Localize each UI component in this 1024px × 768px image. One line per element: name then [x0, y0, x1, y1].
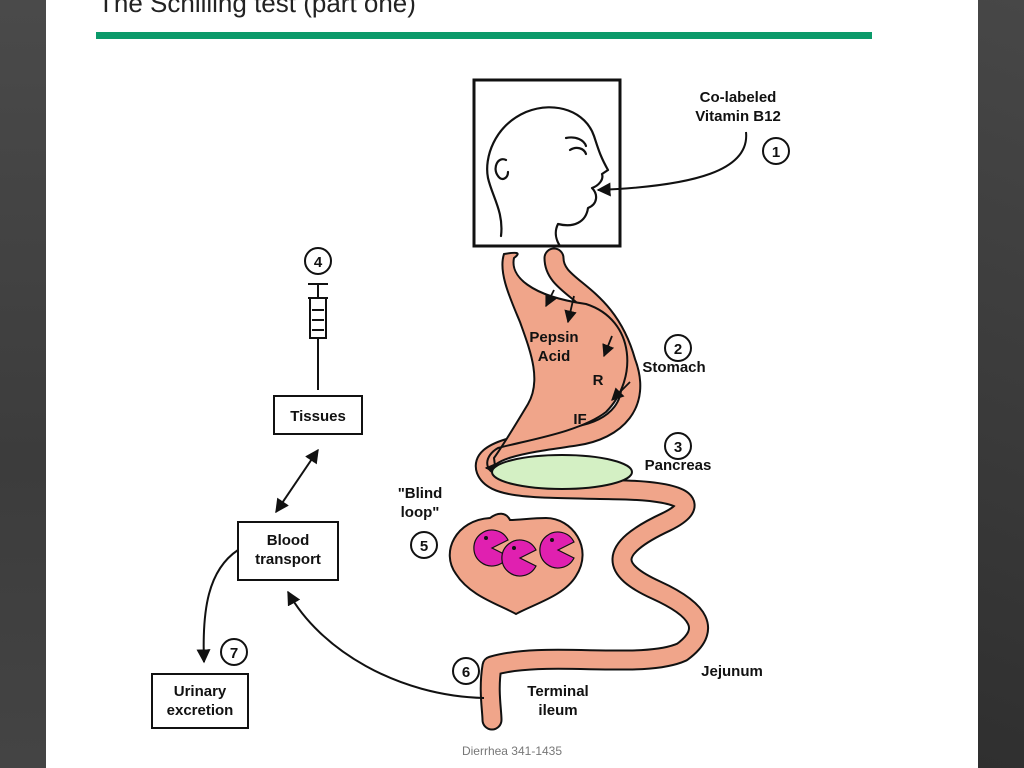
step-1-marker: 1	[762, 137, 790, 165]
urinary-excretion-box	[151, 673, 249, 729]
background-left	[0, 0, 46, 768]
pepsin-label: Pepsin	[529, 329, 578, 346]
step-3-marker: 3	[664, 432, 692, 460]
bacteria-icon	[473, 529, 509, 567]
stomach-label: Stomach	[642, 359, 705, 376]
ileum-blood-arrow	[287, 590, 485, 699]
vitamin-label-line2: Vitamin B12	[695, 108, 781, 125]
vitamin-label-line1: Co-labeled	[700, 89, 777, 106]
pancreas-shape	[491, 454, 633, 490]
blood-transport-label-line1: Blood	[267, 532, 310, 549]
bacteria-icon	[539, 531, 575, 569]
acid-label: Acid	[538, 348, 571, 365]
terminal-ileum-label-line1: Terminal	[527, 683, 588, 700]
vitamin-arrow	[596, 131, 748, 197]
bacteria-eyes	[484, 536, 554, 550]
blood-transport-label-line2: transport	[255, 551, 321, 568]
step-4-marker: 4	[304, 247, 332, 275]
head-profile-icon	[486, 106, 610, 248]
background-right	[978, 0, 1024, 768]
step-6-number: 6	[462, 664, 470, 681]
blind-loop-label-line2: loop"	[401, 504, 440, 521]
step-5-number: 5	[420, 538, 428, 555]
step-3-number: 3	[674, 439, 682, 456]
pancreas-label: Pancreas	[645, 457, 712, 474]
jejunum-label: Jejunum	[701, 663, 763, 680]
step-2-marker: 2	[664, 334, 692, 362]
slide-title: The Schilling test (part one)	[98, 0, 416, 18]
slide-footer: Dierrhea 341-1435	[461, 744, 563, 758]
syringe-icon	[308, 283, 328, 390]
r-factor-label: R	[593, 372, 604, 389]
tissues-label: Tissues	[290, 408, 346, 425]
step-4-number: 4	[314, 254, 323, 271]
step-7-number: 7	[230, 645, 238, 662]
slide: The Schilling test (part one) Co-labeled…	[46, 0, 978, 768]
tissues-blood-arrow	[275, 448, 319, 514]
stomach-shape	[486, 251, 629, 476]
schilling-diagram: Co-labeled Vitamin B12 Pepsin Acid R IF …	[151, 78, 790, 731]
urinary-excretion-label-line2: excretion	[167, 702, 234, 719]
step-2-number: 2	[674, 341, 682, 358]
blind-loop-label-line1: "Blind	[398, 485, 443, 502]
blood-transport-box	[237, 521, 339, 581]
bacteria-icon	[501, 539, 537, 577]
step-6-marker: 6	[452, 657, 480, 685]
step-5-marker: 5	[410, 531, 438, 559]
gut-tube	[474, 247, 709, 731]
blood-urinary-arrow	[196, 549, 239, 664]
terminal-ileum-label-line2: ileum	[538, 702, 577, 719]
step-7-marker: 7	[220, 638, 248, 666]
step-1-number: 1	[772, 144, 780, 161]
intrinsic-factor-label: IF	[573, 411, 586, 428]
bacteria-group	[473, 529, 575, 577]
title-rule	[96, 32, 872, 39]
urinary-excretion-label-line1: Urinary	[174, 683, 227, 700]
tissues-box	[273, 395, 363, 435]
